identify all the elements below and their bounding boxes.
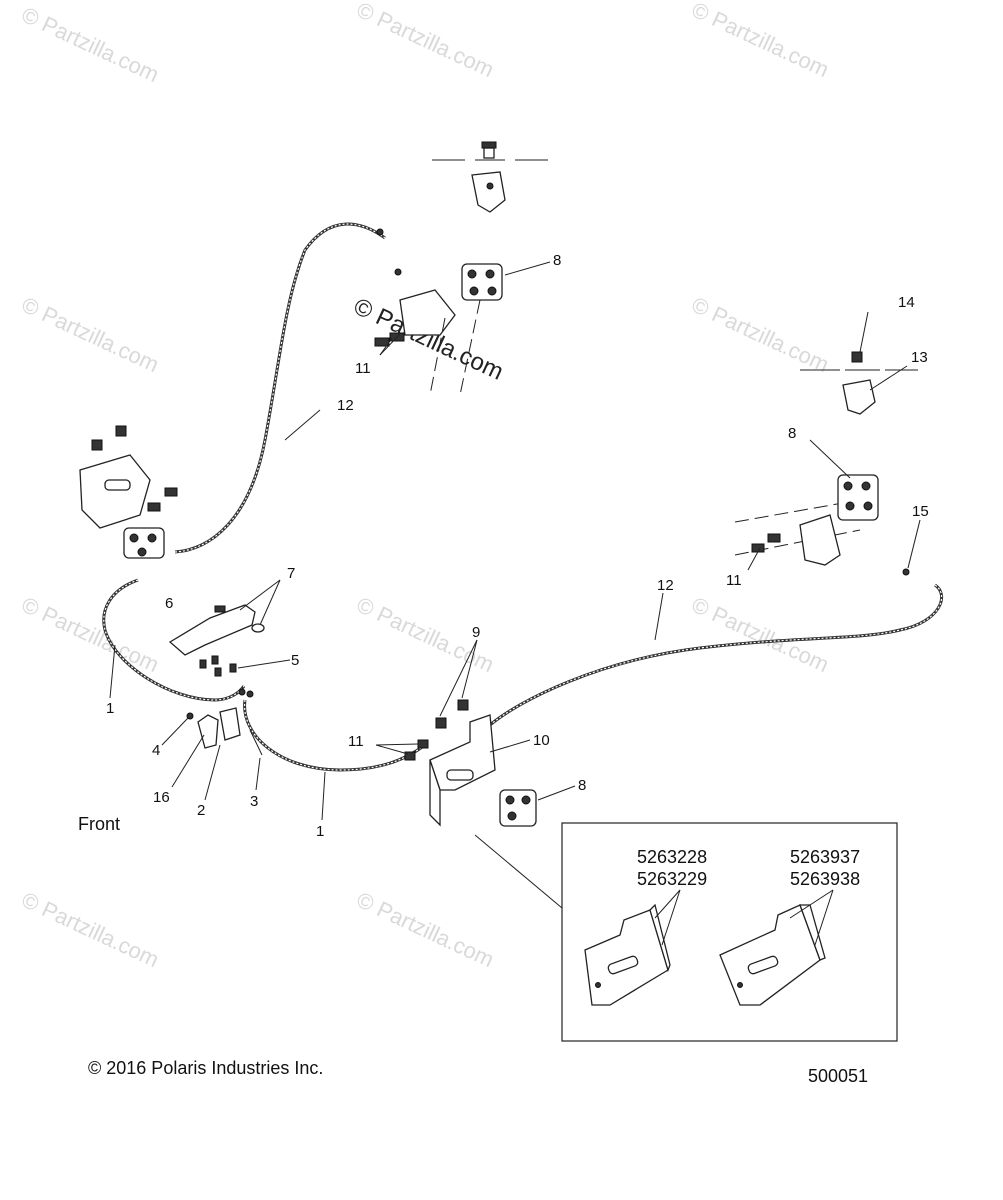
callout-8: 8: [788, 425, 796, 442]
handle-assembly: [168, 604, 265, 656]
callout-8: 8: [553, 252, 561, 269]
callout-14: 14: [898, 294, 915, 311]
callout-1: 1: [106, 700, 114, 717]
callout-4: 4: [152, 742, 160, 759]
inset-box: 5263228 5263229 5263937 5263938: [561, 822, 898, 1042]
latch-8-top: [461, 263, 503, 301]
part-number: 5263937: [790, 847, 860, 867]
inset-bracket-left: [584, 889, 681, 1006]
center-bracket-10: [404, 699, 496, 827]
part-number: 5263938: [790, 869, 860, 889]
front-label: Front: [78, 814, 120, 834]
copyright-text: © 2016 Polaris Industries Inc.: [88, 1058, 323, 1078]
top-bracket-assembly: [432, 141, 548, 213]
callout-11: 11: [355, 360, 371, 377]
watermark: © Partzilla.com: [353, 0, 498, 82]
watermark: © Partzilla.com: [18, 2, 163, 87]
callout-5: 5: [291, 652, 299, 669]
cable-12-upper: [174, 222, 386, 554]
watermark: © Partzilla.com: [688, 292, 833, 377]
callout-2: 2: [197, 802, 205, 819]
callout-7: 7: [287, 565, 295, 582]
screws-5: [199, 655, 237, 677]
callout-13: 13: [911, 349, 928, 366]
watermark: © Partzilla.com: [18, 592, 163, 677]
callout-1: 1: [316, 823, 324, 840]
latch-8-bottom: [499, 789, 537, 827]
watermark: © Partzilla.com: [18, 887, 163, 972]
callout-12: 12: [657, 577, 674, 594]
cables: [102, 222, 944, 772]
callout-15: 15: [912, 503, 929, 520]
diagram-number: 500051: [808, 1066, 868, 1086]
part-number: 5263228: [637, 847, 707, 867]
lower-left-parts: [186, 688, 263, 756]
watermark: © Partzilla.com: [18, 292, 163, 377]
inset-bracket-right: [719, 889, 834, 1006]
callout-6: 6: [165, 595, 173, 612]
callout-11: 11: [726, 572, 742, 589]
callout-16: 16: [153, 789, 170, 806]
callouts: 8 11 12 14 13 8 15 12 11 7 6 5 9 1 11 10…: [106, 252, 929, 840]
callout-10: 10: [533, 732, 550, 749]
callout-3: 3: [250, 793, 258, 810]
cable-1-lower: [243, 699, 426, 772]
callout-8: 8: [578, 777, 586, 794]
leader-lines: [109, 261, 921, 909]
callout-11: 11: [348, 733, 364, 750]
part-number: 5263229: [637, 869, 707, 889]
watermark: © Partzilla.com: [353, 887, 498, 972]
right-side-assembly: [734, 351, 918, 576]
left-bracket-assembly: [79, 425, 178, 559]
callout-9: 9: [472, 624, 480, 641]
callout-12: 12: [337, 397, 354, 414]
watermark: © Partzilla.com: [688, 592, 833, 677]
watermark: © Partzilla.com: [688, 0, 833, 82]
